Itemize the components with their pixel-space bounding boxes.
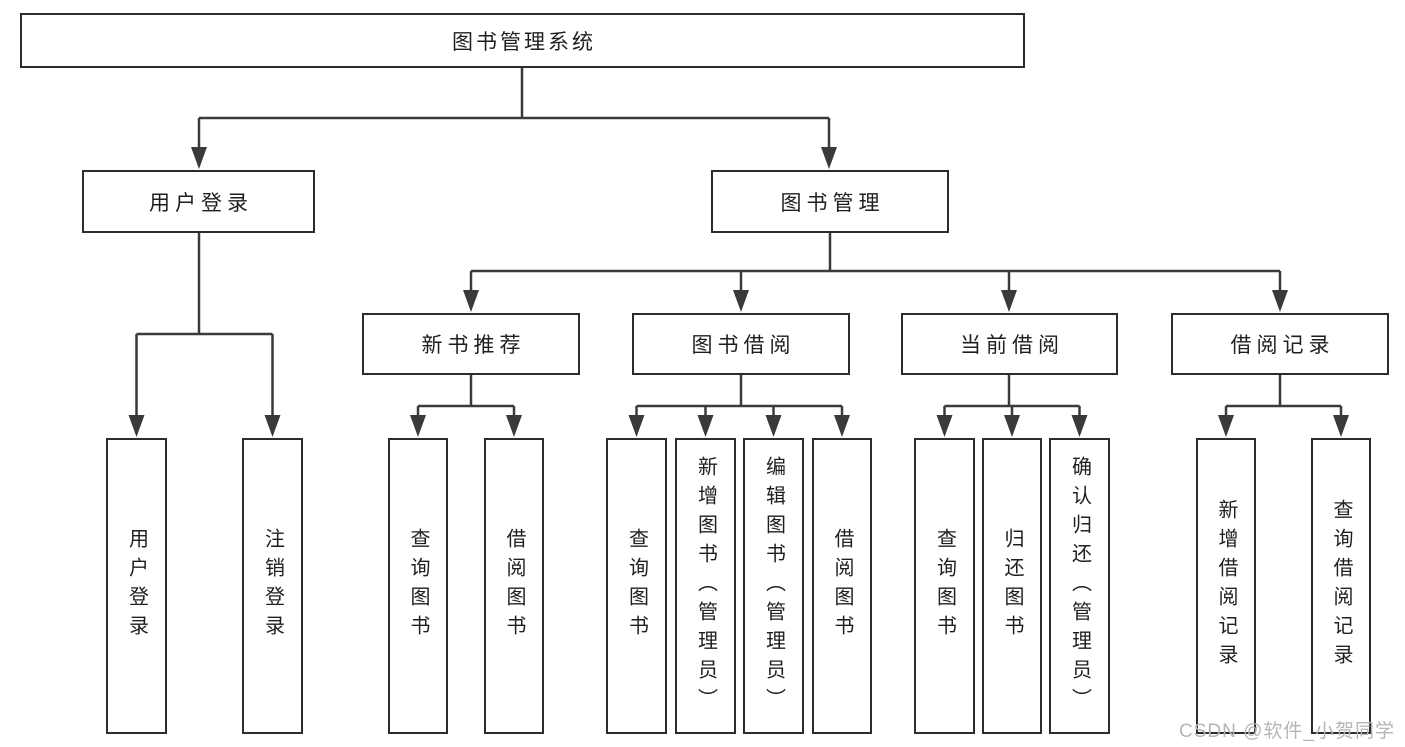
leaf-return-books: 归还图书 bbox=[982, 438, 1042, 734]
leaf-logout: 注销登录 bbox=[242, 438, 303, 734]
leaf-add-book-admin: 新增图书（管理员） bbox=[675, 438, 736, 734]
node-new-book-recommend: 新书推荐 bbox=[362, 313, 580, 375]
leaf-query-borrow-record: 查询借阅记录 bbox=[1311, 438, 1371, 734]
node-current-borrow: 当前借阅 bbox=[901, 313, 1118, 375]
leaf-query-books-newbooks: 查询图书 bbox=[388, 438, 448, 734]
leaf-edit-book-admin: 编辑图书（管理员） bbox=[743, 438, 804, 734]
node-library-system: 图书管理系统 bbox=[20, 13, 1025, 68]
leaf-query-books-borrow: 查询图书 bbox=[606, 438, 667, 734]
node-book-management: 图书管理 bbox=[711, 170, 949, 233]
node-book-borrow: 图书借阅 bbox=[632, 313, 850, 375]
leaf-confirm-return-admin: 确认归还（管理员） bbox=[1049, 438, 1110, 734]
node-borrow-records: 借阅记录 bbox=[1171, 313, 1389, 375]
leaf-borrow-books: 借阅图书 bbox=[812, 438, 872, 734]
node-user-login: 用户登录 bbox=[82, 170, 315, 233]
leaf-borrow-books-newbooks: 借阅图书 bbox=[484, 438, 544, 734]
csdn-watermark: CSDN @软件_小贺同学 bbox=[1179, 721, 1395, 742]
leaf-query-books-current: 查询图书 bbox=[914, 438, 975, 734]
leaf-add-borrow-record: 新增借阅记录 bbox=[1196, 438, 1256, 734]
leaf-user-login: 用户登录 bbox=[106, 438, 167, 734]
